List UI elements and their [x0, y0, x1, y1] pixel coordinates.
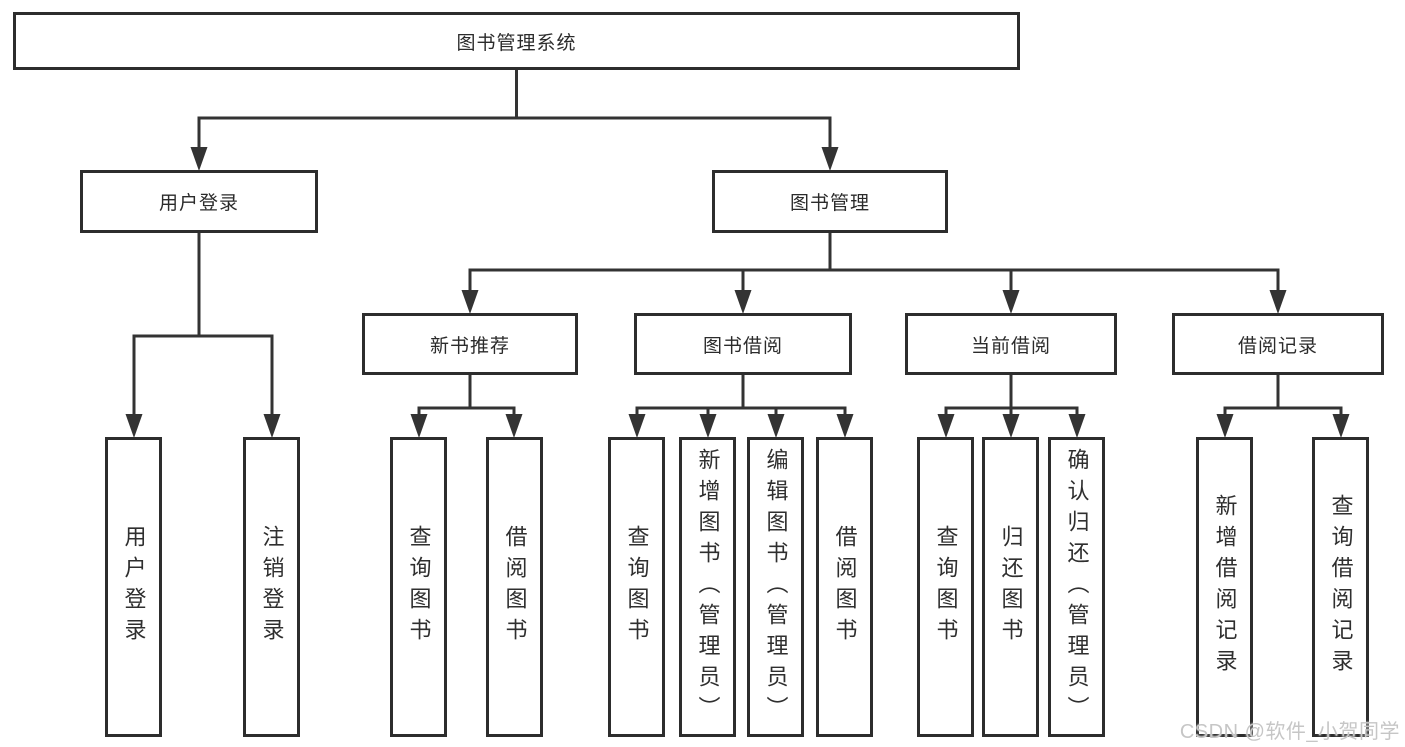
leaf-query-books-borrow: 查询图书	[608, 437, 665, 737]
leaf-borrow-books-recommend-label: 借阅图书	[502, 525, 528, 649]
arrowhead	[1068, 414, 1086, 438]
leaf-edit-book-admin-label: 编辑图书（管理员）	[763, 447, 789, 727]
arrowhead	[410, 414, 428, 438]
leaf-return-book-label: 归还图书	[998, 525, 1024, 649]
leaf-query-books-recommend: 查询图书	[390, 437, 447, 737]
leaf-query-books-recommend-label: 查询图书	[406, 525, 432, 649]
arrowhead	[1002, 290, 1020, 314]
node-new-book-recommend-label: 新书推荐	[429, 335, 510, 357]
arrowhead	[937, 414, 955, 438]
arrowhead	[767, 414, 785, 438]
leaf-logout: 注销登录	[243, 437, 300, 737]
leaf-add-book-admin-label: 新增图书（管理员）	[695, 447, 721, 727]
node-user-login-label: 用户登录	[158, 193, 239, 214]
node-root: 图书管理系统	[13, 12, 1020, 70]
csdn-watermark: CSDN @软件_小贺同学	[1179, 721, 1400, 743]
leaf-borrow-books-recommend: 借阅图书	[486, 437, 543, 737]
node-user-login: 用户登录	[80, 170, 318, 233]
arrowhead	[699, 414, 717, 438]
node-new-book-recommend: 新书推荐	[362, 313, 578, 375]
node-book-borrow-label: 图书借阅	[702, 335, 783, 357]
leaf-query-borrow-record: 查询借阅记录	[1312, 437, 1369, 737]
node-borrow-records-label: 借阅记录	[1237, 335, 1318, 357]
leaf-query-books-current-label: 查询图书	[933, 525, 959, 649]
leaf-add-borrow-record: 新增借阅记录	[1196, 437, 1253, 737]
arrowhead	[1269, 290, 1287, 314]
leaf-add-borrow-record-label: 新增借阅记录	[1212, 494, 1238, 680]
leaf-borrow-books-label: 借阅图书	[832, 525, 858, 649]
node-book-management-label: 图书管理	[789, 193, 870, 214]
arrowhead	[190, 147, 208, 171]
arrowhead	[1216, 414, 1234, 438]
leaf-borrow-books: 借阅图书	[816, 437, 873, 737]
leaf-user-login: 用户登录	[105, 437, 162, 737]
arrowhead	[628, 414, 646, 438]
node-book-management: 图书管理	[712, 170, 948, 233]
node-root-label: 图书管理系统	[456, 32, 577, 54]
leaf-query-books-borrow-label: 查询图书	[624, 525, 650, 649]
leaf-edit-book-admin: 编辑图书（管理员）	[747, 437, 804, 737]
arrowhead	[1002, 414, 1020, 438]
arrowhead	[836, 414, 854, 438]
leaf-query-books-current: 查询图书	[917, 437, 974, 737]
node-book-borrow: 图书借阅	[634, 313, 852, 375]
arrowhead	[734, 290, 752, 314]
arrowhead	[1332, 414, 1350, 438]
node-current-borrow: 当前借阅	[905, 313, 1117, 375]
leaf-add-book-admin: 新增图书（管理员）	[679, 437, 736, 737]
leaf-return-book: 归还图书	[982, 437, 1039, 737]
node-borrow-records: 借阅记录	[1172, 313, 1384, 375]
arrowhead	[821, 147, 839, 171]
leaf-confirm-return-admin: 确认归还（管理员）	[1048, 437, 1105, 737]
arrowhead	[461, 290, 479, 314]
leaf-confirm-return-admin-label: 确认归还（管理员）	[1064, 447, 1090, 727]
arrowhead	[125, 414, 143, 438]
node-current-borrow-label: 当前借阅	[970, 335, 1051, 357]
leaf-user-login-label: 用户登录	[121, 525, 147, 649]
leaf-query-borrow-record-label: 查询借阅记录	[1328, 494, 1354, 680]
arrowhead	[505, 414, 523, 438]
arrowhead	[263, 414, 281, 438]
leaf-logout-label: 注销登录	[259, 525, 285, 649]
